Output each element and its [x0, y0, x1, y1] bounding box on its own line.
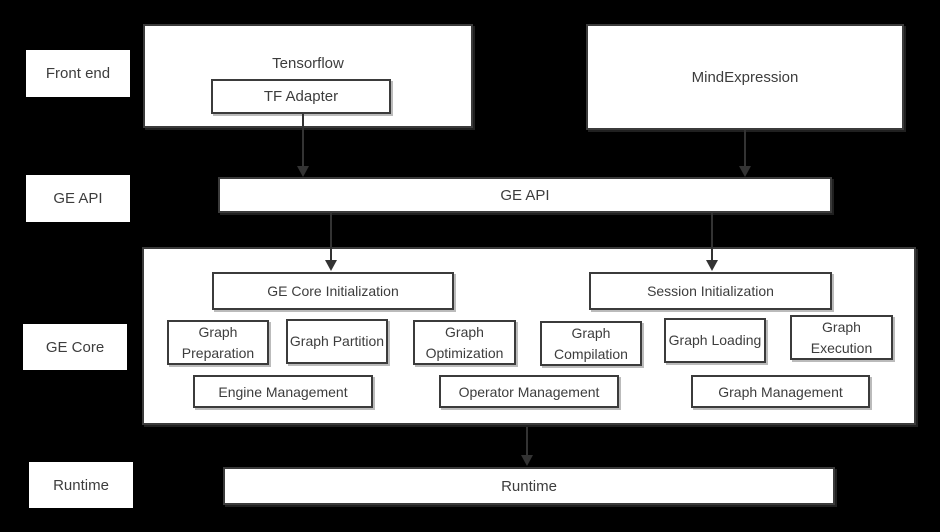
engine-management-label: Engine Management — [218, 383, 348, 400]
graph-execution-box: Graph Execution — [790, 315, 893, 360]
graph-management-box: Graph Management — [691, 375, 870, 408]
mindexpression-box: MindExpression — [586, 24, 904, 130]
arrow-shaft — [711, 213, 713, 261]
tf-adapter-label: TF Adapter — [263, 88, 339, 105]
graph-execution-label: Graph Execution — [810, 319, 873, 356]
row-label-runtime: Runtime — [29, 462, 133, 508]
arrow-tf-adapter-to-ge-api — [297, 114, 309, 177]
ge-api-bar: GE API — [218, 177, 832, 213]
arrow-ge-core-to-runtime — [521, 427, 533, 466]
arrow-ge-api-to-session-initialization — [706, 213, 718, 271]
arrow-head-icon — [297, 166, 309, 177]
operator-management-label: Operator Management — [458, 383, 600, 400]
row-label-ge-api-text: GE API — [53, 190, 103, 207]
graph-optimization-box: Graph Optimization — [413, 320, 516, 365]
session-initialization-label: Session Initialization — [647, 283, 774, 299]
arrow-ge-api-to-ge-core-initialization — [325, 213, 337, 271]
graph-loading-box: Graph Loading — [664, 318, 766, 363]
arrow-head-icon — [521, 455, 533, 466]
arrow-shaft — [526, 427, 528, 456]
engine-management-box: Engine Management — [193, 375, 373, 408]
graph-preparation-label: Graph Preparation — [181, 324, 255, 361]
row-label-ge-core-text: GE Core — [45, 338, 105, 356]
graph-optimization-label: Graph Optimization — [425, 324, 504, 361]
arrow-head-icon — [706, 260, 718, 271]
session-initialization-box: Session Initialization — [589, 272, 832, 310]
arrow-head-icon — [739, 166, 751, 177]
arrow-shaft — [330, 213, 332, 261]
runtime-bar-label: Runtime — [501, 477, 557, 495]
ge-api-bar-label: GE API — [500, 186, 550, 204]
arrow-head-icon — [325, 260, 337, 271]
tensorflow-box: Tensorflow TF Adapter — [143, 24, 473, 128]
arrow-mindexpression-to-ge-api — [739, 130, 751, 177]
graph-compilation-label: Graph Compilation — [554, 325, 628, 362]
runtime-bar: Runtime — [223, 467, 835, 505]
arrow-shaft — [302, 114, 304, 167]
row-label-ge-core: GE Core — [23, 324, 127, 370]
graph-loading-label: Graph Loading — [668, 332, 762, 349]
ge-core-box: GE Core Initialization Session Initializ… — [142, 247, 916, 425]
row-label-front-end-text: Front end — [45, 65, 111, 82]
graph-partition-box: Graph Partition — [286, 319, 388, 364]
ge-core-initialization-box: GE Core Initialization — [212, 272, 454, 310]
row-label-ge-api: GE API — [26, 175, 130, 222]
tensorflow-label: Tensorflow — [272, 55, 344, 72]
row-label-front-end: Front end — [26, 50, 130, 97]
graph-compilation-box: Graph Compilation — [540, 321, 642, 366]
row-label-runtime-text: Runtime — [53, 476, 109, 494]
tf-adapter-box: TF Adapter — [211, 79, 391, 114]
graph-preparation-box: Graph Preparation — [167, 320, 269, 365]
ge-core-initialization-label: GE Core Initialization — [267, 283, 399, 299]
arrow-shaft — [744, 130, 746, 167]
operator-management-box: Operator Management — [439, 375, 619, 408]
mindexpression-label: MindExpression — [691, 68, 799, 86]
graph-management-label: Graph Management — [718, 383, 843, 400]
graph-partition-label: Graph Partition — [289, 333, 385, 350]
